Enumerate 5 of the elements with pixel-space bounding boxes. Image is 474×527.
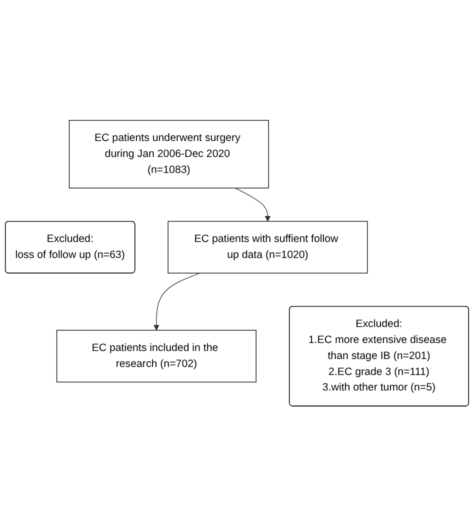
arrow bbox=[234, 188, 271, 222]
node-box: EC patients included in the research (n=702) bbox=[56, 330, 256, 383]
arrow bbox=[154, 273, 200, 331]
node-box: EC patients underwent surgery during Jan 2006-Dec 2020 (n=1083) bbox=[68, 120, 269, 189]
node-box: EC patients with suffient follow up data (n=1020) bbox=[168, 221, 368, 274]
